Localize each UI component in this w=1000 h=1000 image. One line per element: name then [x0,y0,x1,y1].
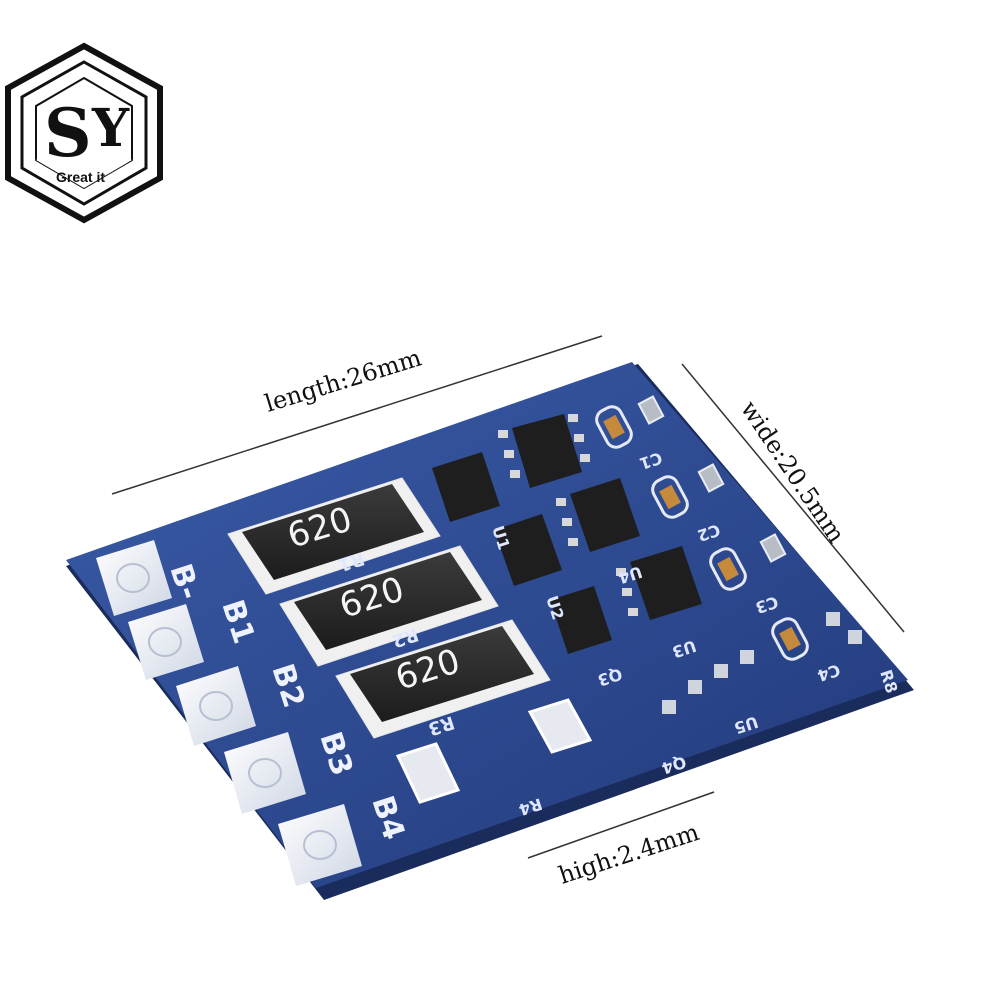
length-dimension-line [111,335,603,495]
cap-c1 [595,405,633,449]
logo-letter-s: S [44,94,92,172]
resistor-r1: 620 [227,477,441,595]
ic-u3 [556,478,640,552]
length-label: length:26mm [262,344,425,418]
ic-u1 [498,414,590,488]
ic-q3 [550,586,612,654]
shunt-pads [395,698,593,804]
pad-b4 [278,804,362,886]
ic-u2 [432,452,500,522]
brand-logo: S Y Great it [5,42,163,224]
ic-chips [432,414,702,654]
cap-c4 [771,617,809,661]
cap-c2 [651,475,689,519]
ic-u5 [616,546,702,620]
resistor-r3: 620 [335,619,551,739]
pad-b-minus [96,540,172,616]
cap-c3 [709,547,747,591]
pad-b3 [224,732,306,814]
pcb-board: B- B1 B2 B3 B4 620 R1 620 R2 620 R3 [66,362,914,900]
logo-tagline: Great it [56,169,105,185]
capacitors [595,405,809,661]
high-label: high:2.4mm [555,818,702,890]
ic-u4 [494,514,562,586]
solder-pads [96,540,362,886]
wide-dimension-line [681,363,905,633]
logo-letter-y: Y [91,98,130,159]
smd-small-parts [637,395,862,714]
pad-b2 [176,666,256,746]
high-dimension-line [527,791,715,859]
pad-b1 [128,604,204,680]
